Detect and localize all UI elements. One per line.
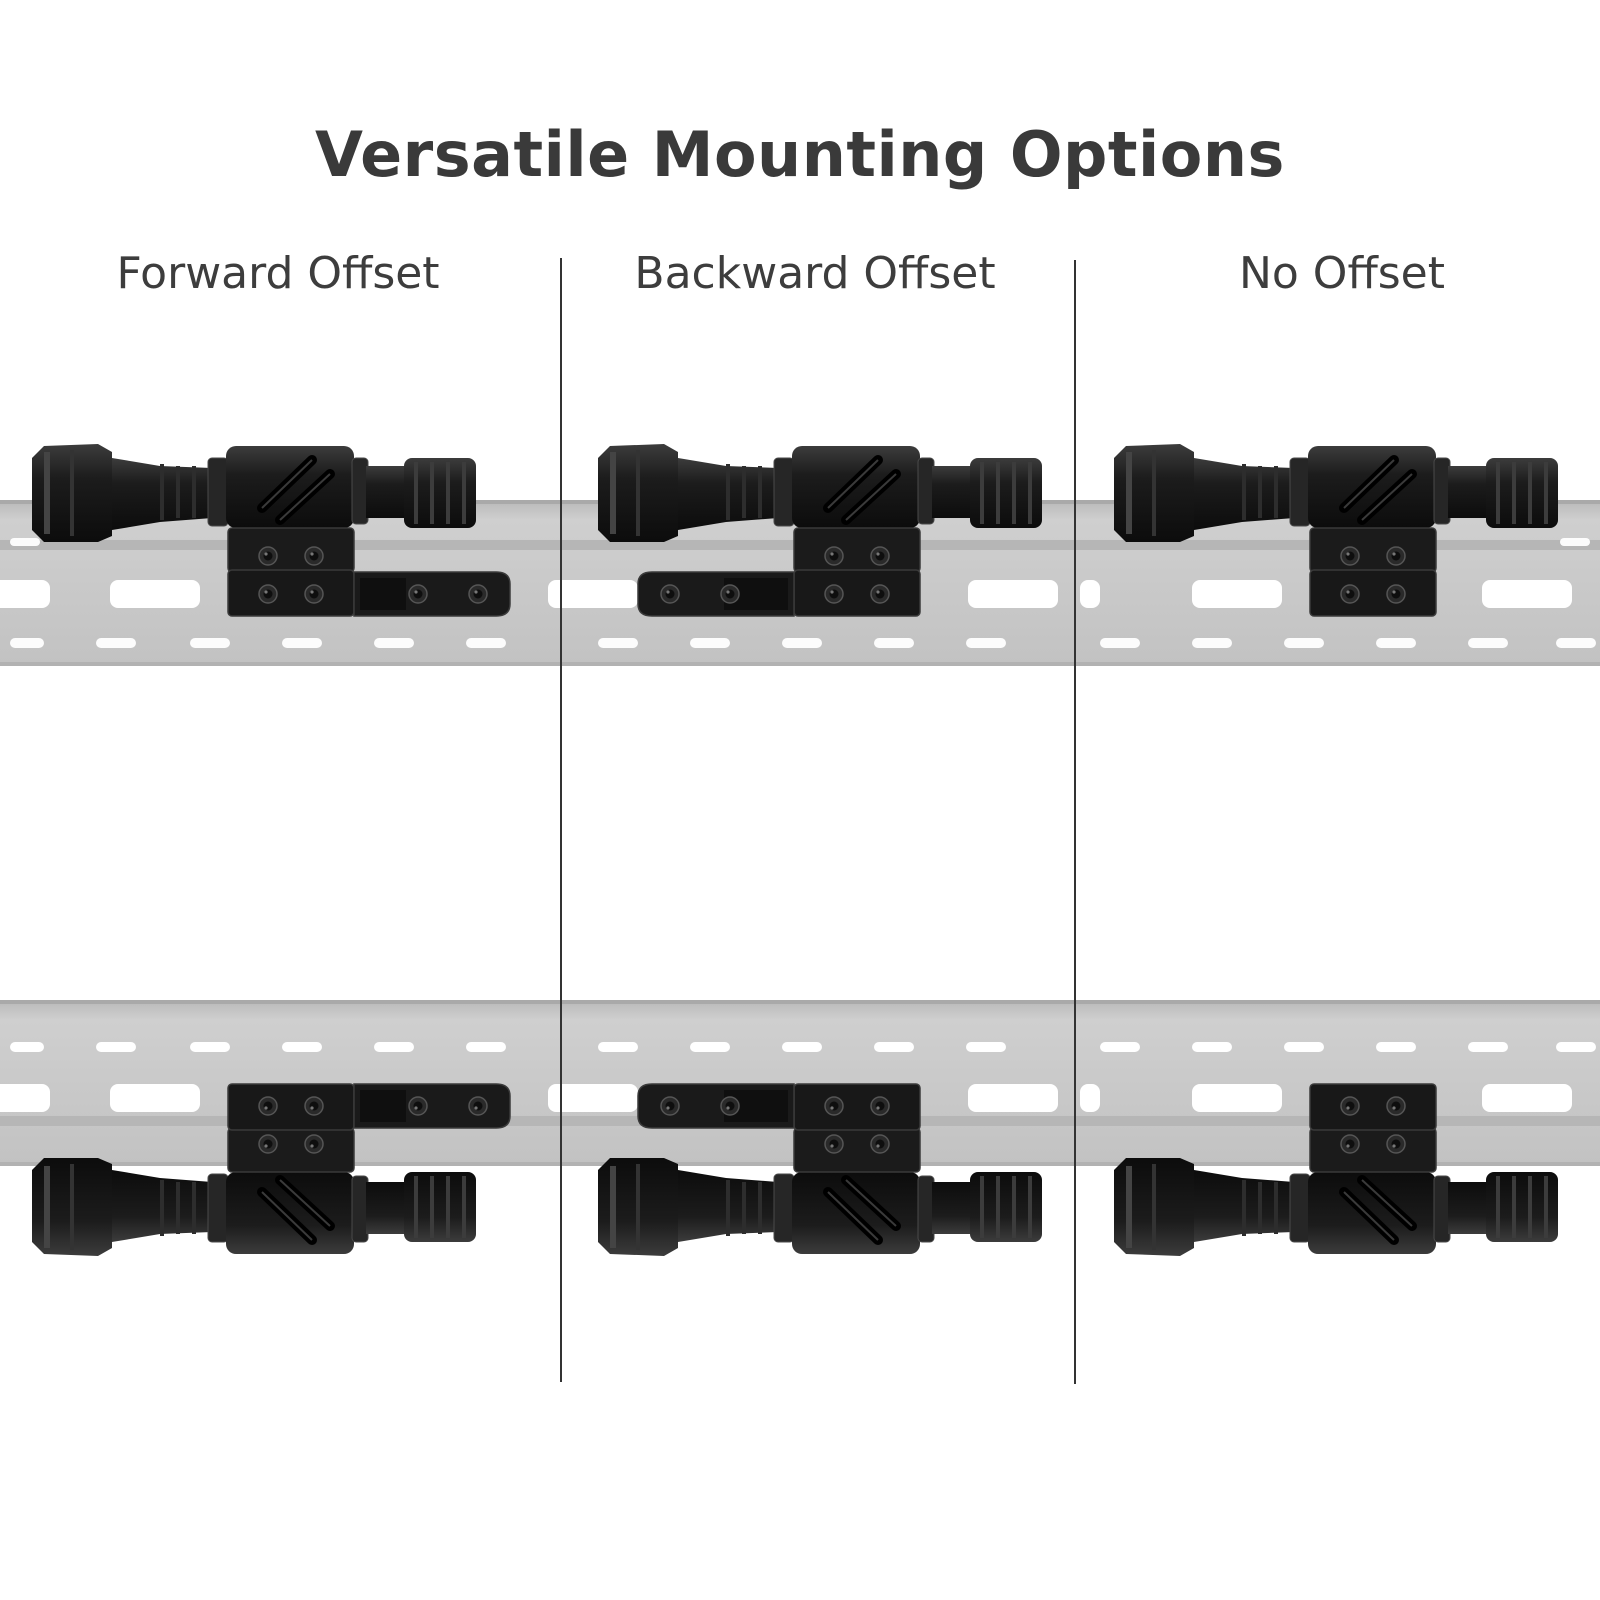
label-no-offset: No Offset: [1238, 248, 1445, 299]
column-divider: [560, 258, 562, 1382]
page-title: Versatile Mounting Options: [315, 118, 1285, 191]
label-forward-offset: Forward Offset: [116, 248, 440, 299]
label-backward-offset: Backward Offset: [634, 248, 996, 299]
rail-bottom: [0, 1000, 1600, 1166]
rail-top: [0, 500, 1600, 666]
column-divider: [1074, 260, 1076, 1384]
